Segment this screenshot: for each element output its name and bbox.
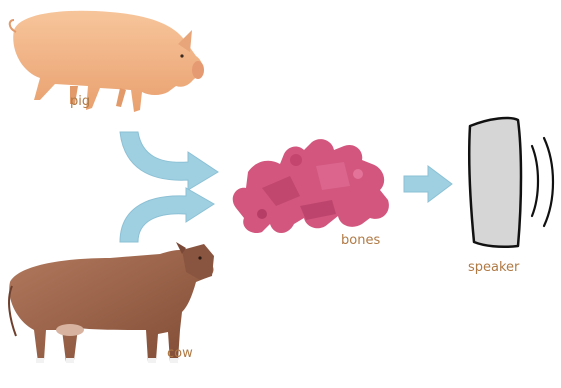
cow-label: cow xyxy=(167,346,193,361)
bones-label: bones xyxy=(341,233,380,248)
speaker-icon xyxy=(469,118,521,247)
arrow-cow-to-bones xyxy=(120,188,214,242)
arrow-pig-to-bones xyxy=(120,132,218,190)
pig-label: pig xyxy=(70,94,90,109)
arrow-bones-to-speaker xyxy=(404,166,452,202)
sound-waves-icon xyxy=(532,138,553,226)
bones-icon xyxy=(233,139,389,233)
cow-icon xyxy=(9,242,214,363)
speaker-label: speaker xyxy=(468,260,519,275)
pig-icon xyxy=(10,11,204,112)
